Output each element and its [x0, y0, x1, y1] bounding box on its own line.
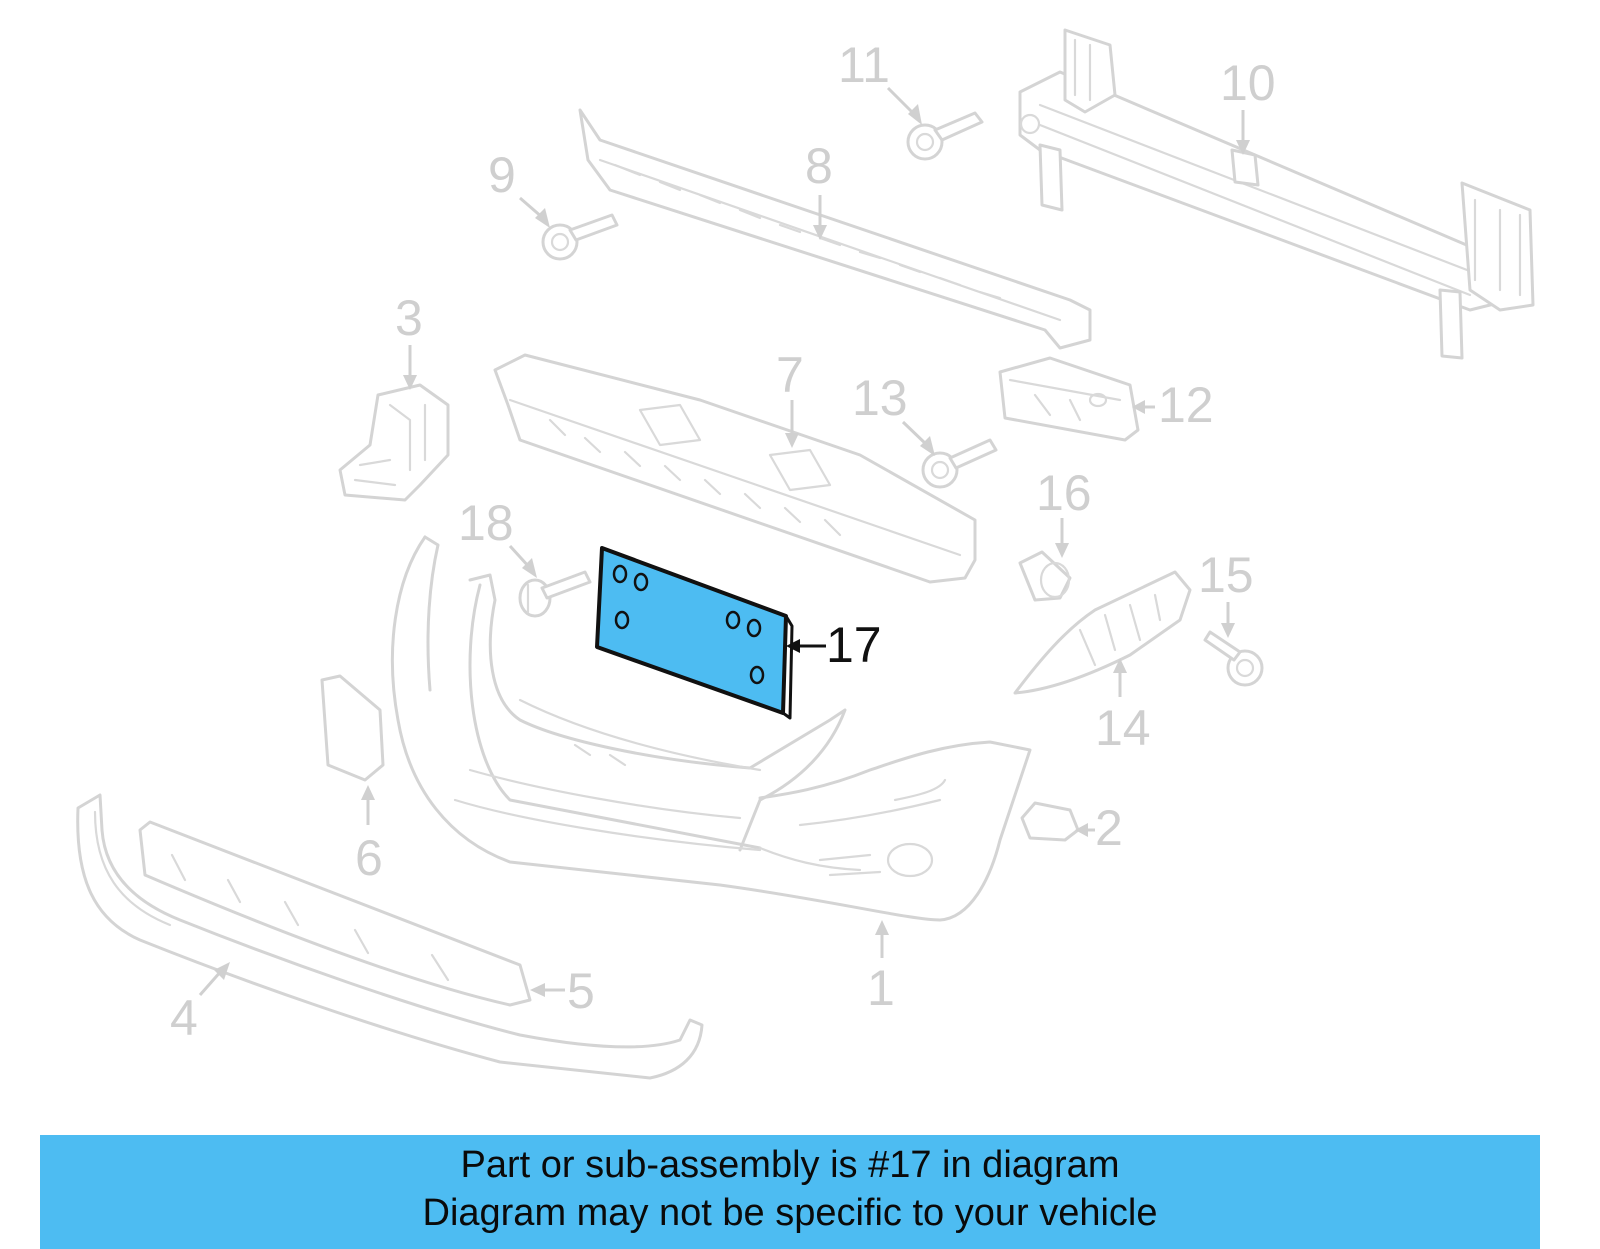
callout-18: 18: [458, 495, 537, 578]
part-2-cover: [1020, 801, 1080, 842]
part-18-clip: [518, 570, 592, 618]
callout-4: 4: [170, 962, 230, 1046]
svg-text:1: 1: [867, 960, 895, 1016]
callout-2: 2: [1075, 800, 1123, 856]
svg-text:15: 15: [1198, 547, 1254, 603]
callout-9: 9: [488, 147, 550, 228]
callout-5: 5: [530, 963, 595, 1019]
part-3-bracket: [338, 383, 450, 502]
callout-11: 11: [838, 37, 922, 125]
callout-15: 15: [1198, 547, 1254, 638]
part-7-energy-absorber: [493, 353, 977, 584]
part-13-bolt: [921, 438, 998, 489]
svg-text:6: 6: [355, 830, 383, 886]
part-10-reinforcement-bar: [1018, 28, 1535, 360]
callout-6: 6: [355, 785, 383, 886]
svg-text:12: 12: [1158, 377, 1214, 433]
callout-12: 12: [1132, 377, 1214, 433]
part-14-grille-insert: [1013, 570, 1192, 695]
part-8-absorber-strip: [578, 108, 1092, 350]
callout-3: 3: [395, 290, 423, 390]
part-1-bumper-cover: [390, 535, 1032, 922]
part-11-bolt: [906, 111, 984, 161]
callout-13: 13: [852, 370, 935, 456]
svg-text:17: 17: [826, 617, 882, 673]
svg-text:3: 3: [395, 290, 423, 346]
callout-17: 17: [786, 617, 882, 673]
caption-bar: Part or sub-assembly is #17 in diagram D…: [40, 1135, 1540, 1249]
svg-text:14: 14: [1095, 700, 1151, 756]
svg-text:10: 10: [1220, 55, 1276, 111]
callout-10: 10: [1220, 55, 1276, 155]
svg-text:13: 13: [852, 370, 908, 426]
svg-text:5: 5: [567, 963, 595, 1019]
callout-1: 1: [867, 920, 895, 1016]
svg-text:18: 18: [458, 495, 514, 551]
callout-14: 14: [1095, 658, 1151, 756]
svg-text:7: 7: [776, 347, 804, 403]
svg-text:16: 16: [1036, 465, 1092, 521]
part-4-lower-spoiler: [76, 793, 704, 1080]
part-6-tow-cover: [320, 674, 385, 782]
svg-text:2: 2: [1095, 800, 1123, 856]
part-9-bolt: [541, 213, 619, 261]
caption-line-disclaimer: Diagram may not be specific to your vehi…: [422, 1192, 1158, 1234]
caption-line-part: Part or sub-assembly is #17 in diagram: [460, 1144, 1120, 1186]
part-16-clip: [1018, 550, 1072, 602]
svg-text:8: 8: [805, 138, 833, 194]
svg-text:9: 9: [488, 147, 516, 203]
svg-text:4: 4: [170, 990, 198, 1046]
callout-16: 16: [1036, 465, 1092, 558]
part-12-bracket: [998, 356, 1140, 442]
svg-text:11: 11: [838, 37, 890, 93]
callout-7: 7: [776, 347, 804, 448]
part-5-lower-grille: [138, 820, 532, 1007]
parts-diagram: 10 11 8 9 3: [76, 28, 1535, 1080]
callout-8: 8: [805, 138, 833, 240]
part-15-bolt: [1203, 630, 1264, 687]
part-17-license-plate-bracket: [595, 546, 794, 720]
